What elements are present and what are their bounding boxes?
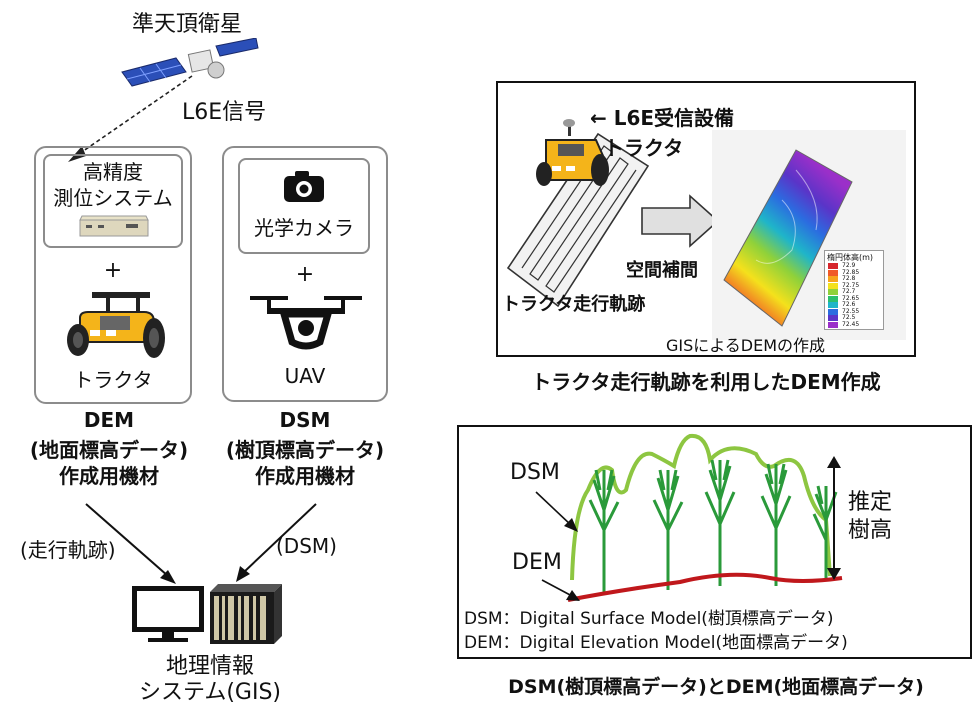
dem-heatmap [712, 130, 906, 340]
legend-swatch [828, 315, 838, 321]
legend-row: 72.5 [828, 314, 882, 321]
legend-value: 72.85 [842, 268, 860, 276]
dsm-plus: + [295, 262, 315, 287]
dsm-definition: DSM：Digital Surface Model(樹頂標高データ) [464, 609, 834, 629]
tractor-label: トラクタ [73, 368, 153, 392]
tree-profile-diagram [567, 433, 843, 602]
legend-swatch [828, 289, 838, 295]
legend-value: 72.45 [842, 320, 860, 328]
gis-label-2: システム(GIS) [138, 680, 281, 705]
estimated-height-label-2: 樹高 [848, 518, 893, 543]
dem-caption-1: DEM [83, 408, 135, 432]
positioning-system-box [43, 154, 183, 248]
flow-left-label: (走行軌跡) [20, 538, 116, 562]
legend-swatch [828, 276, 838, 282]
dem-plus: + [103, 258, 123, 283]
legend-swatch [828, 263, 838, 269]
dem-equipment-box [34, 146, 192, 404]
legend-row: 72.65 [828, 294, 882, 302]
dsm-caption-3: 作成用機材 [255, 464, 355, 488]
interpolation-label: 空間補間 [626, 260, 698, 281]
legend-value: 72.5 [842, 314, 856, 321]
gis-computer-icon [132, 584, 282, 644]
panel-tractor-label: トラクタ [604, 136, 684, 160]
positioning-label-2: 測位システム [53, 186, 173, 210]
dem-line-label: DEM [512, 550, 562, 575]
legend-value: 72.8 [842, 275, 856, 282]
satellite-icon [121, 38, 259, 87]
camera-label: 光学カメラ [254, 216, 354, 240]
legend-row: 72.85 [828, 268, 882, 276]
camera-box [238, 158, 370, 254]
gis-dem-label: GISによるDEMの作成 [666, 336, 826, 355]
dsm-pointer-arrow [535, 491, 578, 532]
dsm-caption-1: DSM [279, 408, 331, 432]
satellite-label: 準天頂衛星 [132, 12, 243, 37]
dsm-equipment-box [222, 146, 388, 402]
legend-value: 72.75 [842, 281, 860, 289]
camera-icon [284, 171, 324, 202]
legend-value: 72.7 [842, 288, 856, 295]
legend-value: 72.65 [842, 294, 860, 302]
legend-row: 72.7 [828, 288, 882, 295]
legend-swatch [828, 308, 838, 315]
legend-row: 72.55 [828, 307, 882, 315]
interpolation-arrow [641, 194, 720, 248]
legend-row: 72.9 [828, 262, 882, 269]
gis-label-1: 地理情報 [165, 654, 254, 679]
legend-title: 楕円体高(m) [827, 253, 874, 262]
legend-value: 72.9 [842, 262, 856, 269]
estimated-height-label-1: 推定 [848, 490, 893, 515]
dem-definition: DEM：Digital Elevation Model(地面標高データ) [464, 633, 848, 653]
tractor-icon [67, 292, 165, 358]
legend-row: 72.75 [828, 281, 882, 289]
dsm-caption-2: (樹頂標高データ) [225, 438, 385, 462]
dem-caption-2: (地面標高データ) [29, 438, 189, 462]
dem-panel-caption: トラクタ走行軌跡を利用したDEM作成 [531, 370, 881, 394]
dsm-line-label: DSM [510, 460, 560, 485]
receiver-label: ← L6E受信設備 [590, 106, 735, 130]
flow-right-label: (DSM) [276, 534, 337, 558]
legend-row: 72.8 [828, 275, 882, 282]
dem-pointer-arrow [541, 579, 580, 601]
legend-swatch [828, 295, 838, 302]
flow-arrows [85, 503, 317, 584]
tree-height-arrow [827, 456, 841, 580]
uav-drone-icon [250, 296, 362, 350]
dsm-panel-caption: DSM(樹頂標高データ)とDEM(地面標高データ) [508, 676, 924, 698]
receiver-device-icon [79, 215, 149, 237]
legend-swatch [828, 269, 838, 276]
signal-label: L6E信号 [182, 100, 267, 125]
legend-row: 72.6 [828, 301, 882, 308]
tractor-track-label: トラクタ走行軌跡 [502, 294, 646, 315]
dsm-dem-panel [457, 425, 972, 659]
legend-row: 72.45 [828, 320, 882, 328]
legend-swatch [828, 321, 838, 328]
legend-value: 72.55 [842, 307, 860, 315]
positioning-label-1: 高精度 [83, 160, 143, 184]
legend-swatch [828, 302, 838, 308]
tractor-track-illustration [506, 119, 650, 308]
uav-label: UAV [284, 364, 326, 388]
dem-creation-panel [496, 81, 916, 357]
dem-caption-3: 作成用機材 [59, 464, 159, 488]
legend-swatch [828, 282, 838, 289]
legend-value: 72.6 [842, 301, 856, 308]
